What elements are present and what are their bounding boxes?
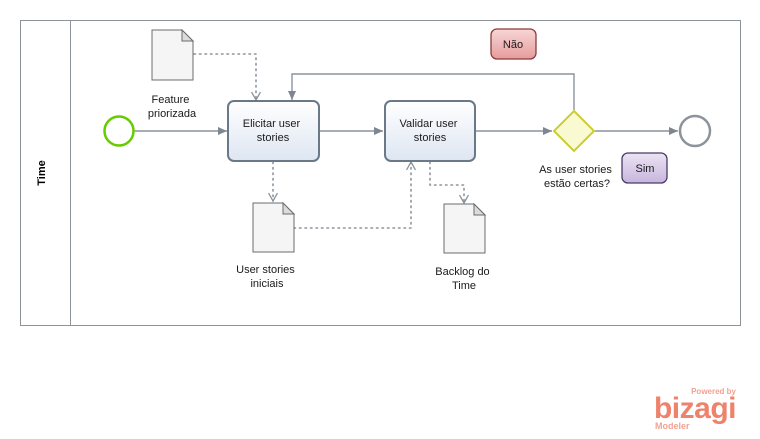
bizagi-logo: Powered by bizagi Modeler — [654, 387, 737, 431]
annotation-nao-label: Não — [503, 39, 523, 51]
data-object-backlog[interactable] — [443, 202, 487, 254]
data-object-backlog-label: Backlog do Time — [435, 266, 493, 292]
association-feature[interactable] — [193, 53, 256, 100]
association-backlog[interactable] — [429, 161, 464, 203]
end-event[interactable] — [678, 114, 712, 148]
task-validar[interactable]: Validar user stories — [384, 100, 476, 162]
annotation-sim[interactable]: Sim — [621, 152, 668, 184]
start-event[interactable] — [103, 115, 135, 147]
lane-label: Time — [36, 160, 48, 185]
task-elicitar[interactable]: Elicitar user stories — [227, 100, 320, 162]
pool[interactable] — [20, 20, 741, 326]
association-user-stories-in[interactable] — [293, 162, 411, 229]
flow-gateway-nao-loop[interactable] — [288, 73, 575, 110]
annotation-nao[interactable]: Não — [490, 28, 537, 60]
data-object-feature[interactable] — [151, 28, 195, 81]
data-object-user-stories-label: User stories iniciais — [236, 264, 298, 290]
annotation-sim-label: Sim — [636, 163, 655, 175]
data-object-feature-label: Feature priorizada — [148, 94, 197, 120]
data-object-user-stories[interactable] — [252, 201, 296, 253]
task-validar-label: Validar user stories — [400, 118, 461, 144]
bizagi-wordmark: bizagi — [654, 392, 736, 425]
modeler-text: Modeler — [655, 421, 690, 431]
gateway-label: As user stories estão certas? — [539, 164, 615, 190]
gateway[interactable] — [552, 109, 596, 153]
powered-by-text: Powered by — [691, 387, 736, 396]
task-elicitar-label: Elicitar user stories — [243, 118, 304, 144]
